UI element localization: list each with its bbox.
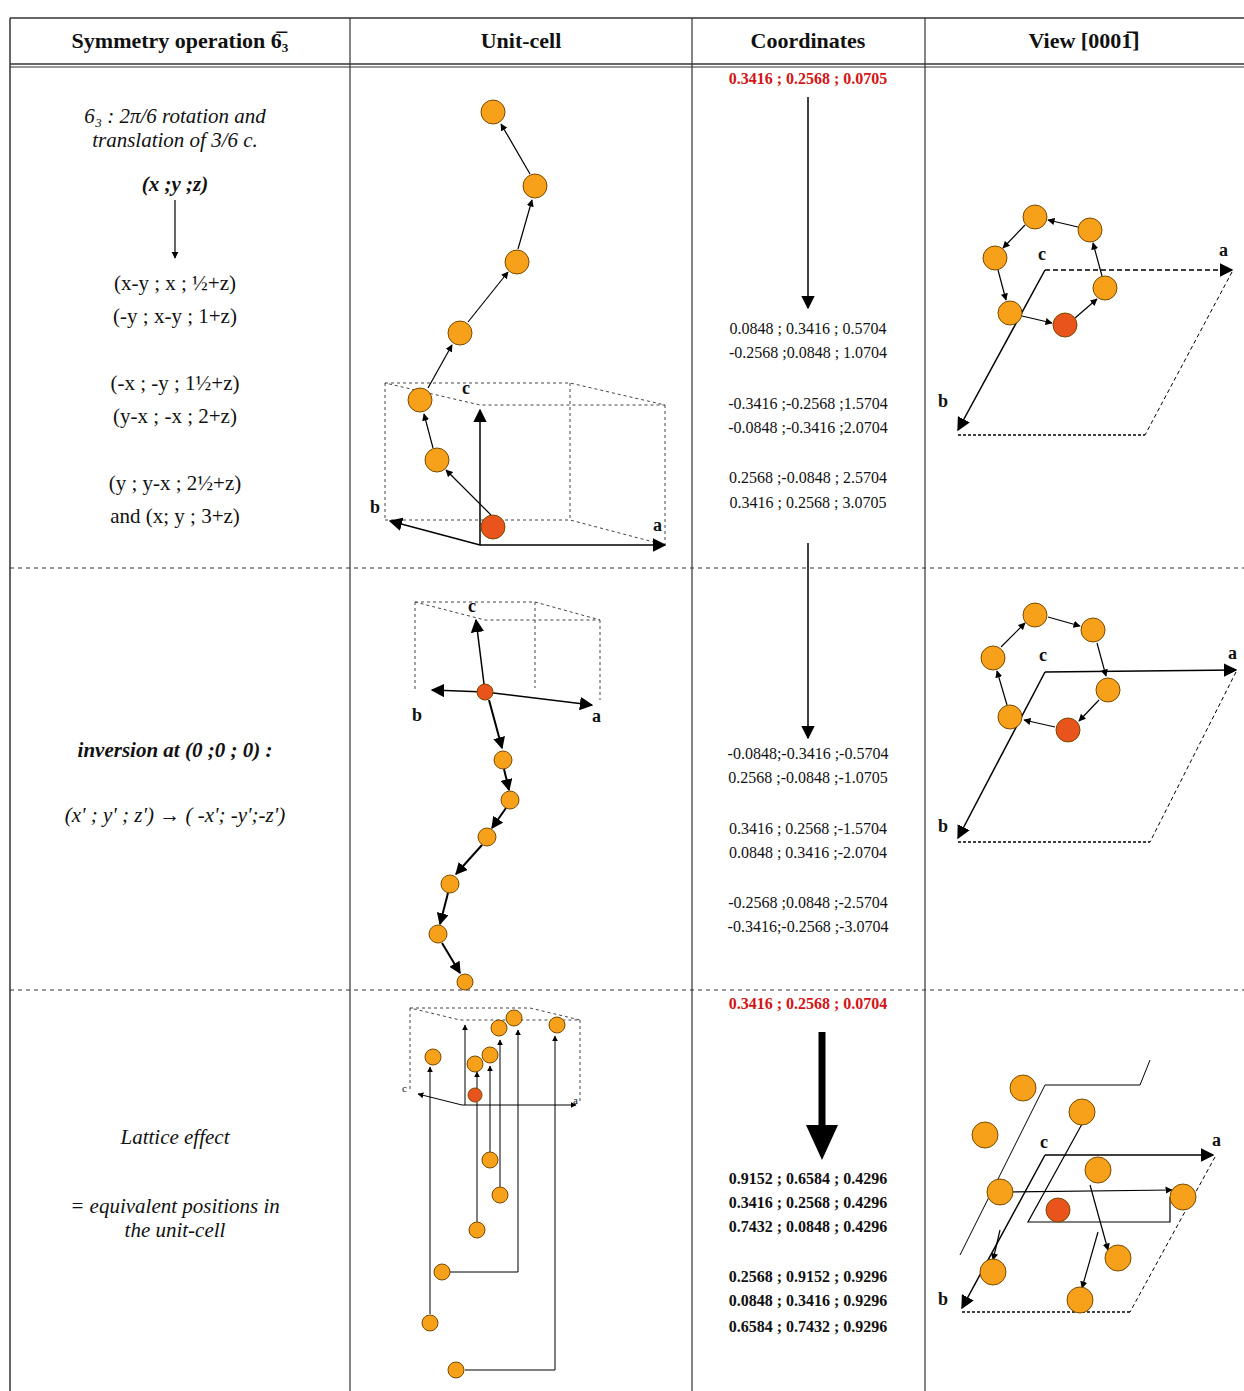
- operation-text: and (x; y ; 3+z): [110, 504, 240, 528]
- table-grid: [10, 18, 1244, 1391]
- coordinate-row: -0.0848;-0.3416 ;-0.5704: [728, 745, 889, 763]
- axis-label: b: [938, 816, 948, 837]
- operation-text: (y-x ; -x ; 2+z): [113, 404, 237, 428]
- operation-text: (x' ; y' ; z') → ( -x'; -y';-z'): [65, 803, 286, 827]
- view-atoms-1: [983, 205, 1117, 337]
- coordinate-row: 0.2568 ; 0.9152 ; 0.9296: [729, 1268, 888, 1286]
- axes-1: [390, 410, 665, 545]
- axis-label: c: [1038, 244, 1046, 265]
- arrow: [174, 200, 175, 258]
- view-cell-3: [960, 1060, 1215, 1312]
- coordinate-row: -0.0848 ;-0.3416 ;2.0704: [728, 419, 888, 437]
- coordinate-row: -0.2568 ;0.0848 ; 1.0704: [729, 344, 887, 362]
- axis-label: a: [1219, 240, 1228, 261]
- operation-text: (x ;y ;z): [142, 172, 208, 196]
- axis-label: c: [1039, 645, 1047, 666]
- column-header: Coordinates: [751, 28, 866, 53]
- operation-text: (y ; y-x ; 2½+z): [109, 471, 242, 495]
- axis-label: b: [938, 391, 948, 412]
- coordinate-row: -0.2568 ;0.0848 ;-2.5704: [728, 894, 888, 912]
- operation-text: (-x ; -y ; 1½+z): [110, 371, 239, 395]
- coordinate-row: -0.3416 ;-0.2568 ;1.5704: [728, 395, 888, 413]
- coordinate-row: 0.2568 ;-0.0848 ; 2.5704: [729, 469, 887, 487]
- axis-label: a: [1212, 1130, 1221, 1151]
- axis-label: a: [1228, 643, 1237, 664]
- column-header: Unit-cell: [481, 28, 562, 53]
- axis-label: b: [938, 1289, 948, 1310]
- coordinate-row: 0.2568 ;-0.0848 ;-1.0705: [728, 769, 888, 787]
- axis-label: a: [653, 515, 662, 536]
- coordinate-row: 0.0848 ; 0.3416 ; 0.5704: [730, 320, 887, 338]
- coordinate-row: -0.3416;-0.2568 ;-3.0704: [728, 918, 889, 936]
- axis-label: b: [370, 497, 380, 518]
- atoms-1: [408, 100, 547, 539]
- coordinate-row: 0.0848 ; 0.3416 ;-2.0704: [729, 844, 887, 862]
- axis-label: a: [592, 706, 601, 727]
- axis-label: b: [412, 705, 422, 726]
- start-coordinate: 0.3416 ; 0.2568 ; 0.0704: [729, 995, 888, 1013]
- atoms-3: [422, 1010, 565, 1378]
- view-atoms-3: [972, 1075, 1196, 1313]
- coordinate-row: 0.3416 ; 0.2568 ; 3.0705: [730, 494, 887, 512]
- operation-text: (x-y ; x ; ½+z): [114, 271, 236, 295]
- operation-text: 6₃ : 2π/6 rotation and translation of 3/…: [60, 104, 290, 152]
- operation-text: = equivalent positions in the unit-cell: [55, 1194, 295, 1242]
- axis-label: c: [1040, 1132, 1048, 1153]
- coordinate-row: 0.6584 ; 0.7432 ; 0.9296: [729, 1318, 888, 1336]
- coordinate-row: 0.0848 ; 0.3416 ; 0.9296: [729, 1292, 888, 1310]
- view-atoms-2: [981, 603, 1120, 742]
- axis-label: a: [573, 1094, 578, 1107]
- coordinate-row: 0.9152 ; 0.6584 ; 0.4296: [729, 1170, 888, 1188]
- atoms-2: [429, 684, 519, 990]
- coordinate-row: 0.3416 ; 0.2568 ;-1.5704: [729, 820, 887, 838]
- view-arrows-3: [993, 1124, 1172, 1288]
- axis-label: c: [462, 378, 470, 399]
- coordinate-row: 0.7432 ; 0.0848 ; 0.4296: [729, 1218, 888, 1236]
- coordinate-row: 0.3416 ; 0.2568 ; 0.4296: [729, 1194, 888, 1212]
- lattice-arrows: [430, 1030, 555, 1370]
- operation-text: Lattice effect: [120, 1125, 229, 1149]
- axes-2: [432, 620, 592, 705]
- axes-3: [418, 1025, 576, 1105]
- helix-arrows-1: [424, 124, 532, 515]
- column-header: View [0001̅]: [1029, 28, 1140, 53]
- helix-arrows-2: [440, 700, 509, 973]
- operation-text: (-y ; x-y ; 1+z): [113, 304, 237, 328]
- axis-label: c: [402, 1082, 407, 1095]
- big-arrowhead: [806, 1125, 838, 1160]
- unit-cell-2: [415, 602, 600, 700]
- axis-label: c: [468, 596, 476, 617]
- coordinate-arrows: [808, 97, 822, 1125]
- unit-cell-1: [385, 383, 665, 545]
- operation-text: inversion at (0 ;0 ; 0) :: [78, 738, 273, 762]
- view-cell-2: [958, 670, 1236, 842]
- column-header: Symmetry operation 6̅₃: [72, 28, 289, 53]
- view-cell-1: [958, 270, 1232, 435]
- start-coordinate: 0.3416 ; 0.2568 ; 0.0705: [729, 70, 888, 88]
